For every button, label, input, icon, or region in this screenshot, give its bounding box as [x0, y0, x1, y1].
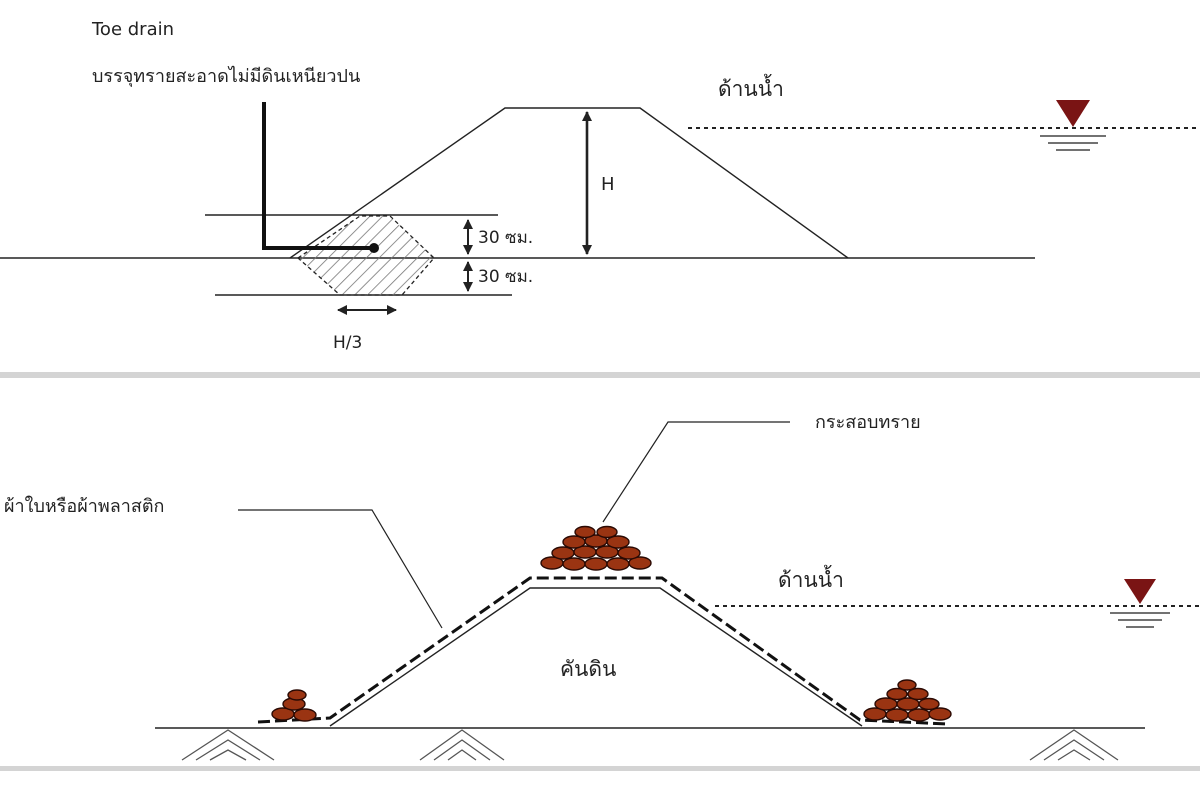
toe-drain-pointer [262, 102, 372, 250]
embankment-profile [289, 107, 849, 259]
width-label: H/3 [333, 333, 362, 353]
water-side-label-bottom: ด้านน้ำ [778, 565, 844, 592]
depth-above-label: 30 ซม. [478, 228, 533, 248]
depth-below-label: 30 ซม. [478, 267, 533, 287]
water-level-triangle-icon [1040, 100, 1106, 151]
tarp-label: ผ้าใบหรือผ้าพลาสติก [4, 495, 164, 517]
toe-drain-area [296, 215, 435, 296]
bottom-separator [0, 766, 1200, 771]
sandbag-embankment-panel: กระสอบทราย ผ้าใบหรือผ้าพลาสติก คันดิน ด้… [4, 412, 1200, 761]
sandbag-callout-line [602, 421, 790, 523]
earth-embankment [329, 587, 863, 727]
embankment-label: คันดิน [560, 657, 616, 681]
height-label: H [601, 174, 615, 195]
ground-hatch-icon [181, 729, 1119, 761]
tarp-callout-line [238, 509, 443, 629]
toe-drain-pointer-dot [369, 243, 379, 253]
sandbag-label: กระสอบทราย [815, 412, 921, 433]
panel-separator [0, 372, 1200, 378]
water-level-triangle-icon-bottom [1110, 579, 1170, 628]
toe-drain-label: Toe drain [91, 19, 174, 40]
sandbag-icon [271, 525, 952, 722]
fill-material-note: บรรจุทรายสะอาดไม่มีดินเหนียวปน [92, 65, 360, 87]
water-side-label: ด้านน้ำ [718, 74, 784, 101]
tarp-sheet [257, 576, 949, 726]
toe-drain-panel: Toe drain บรรจุทรายสะอาดไม่มีดินเหนียวปน… [0, 19, 1200, 353]
